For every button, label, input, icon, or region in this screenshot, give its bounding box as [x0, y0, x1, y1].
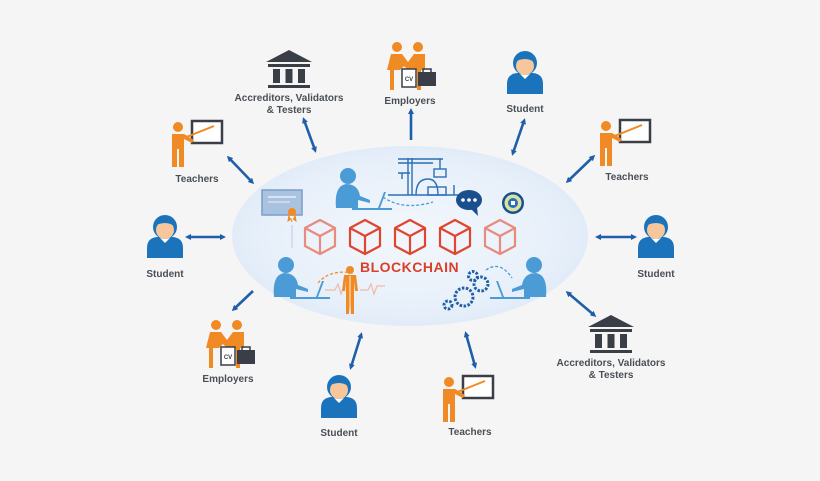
student-icon	[638, 215, 674, 258]
teacher-icon	[170, 119, 224, 169]
certificate-icon	[261, 189, 303, 223]
node-accreditors-bottom-right: Accreditors, Validators & Testers	[546, 358, 676, 382]
chat-bubble-icon	[456, 190, 482, 216]
arrow-teachers-top-left	[226, 155, 255, 185]
node-student-bottom: Student	[320, 428, 358, 439]
digital-badge-icon	[502, 192, 524, 214]
arrow-accreditors-bottom-right	[565, 291, 597, 317]
arrow-teachers-top-right	[565, 154, 596, 184]
teacher-icon	[441, 374, 495, 424]
crane-factory-icon	[388, 158, 458, 196]
node-label-line2: & Testers	[266, 105, 312, 116]
block-icon	[348, 218, 382, 256]
institution-icon	[266, 50, 312, 88]
node-employers-bottom-left: Employers	[202, 374, 254, 385]
node-student-left: Student	[146, 269, 184, 280]
node-accreditors-top: Accreditors, Validators & Testers	[224, 93, 354, 117]
node-label-line2: & Testers	[588, 370, 634, 381]
handshake-icon	[205, 319, 256, 369]
person-laptop-icon	[335, 168, 392, 210]
student-icon	[147, 215, 183, 258]
human-body-icon	[342, 266, 358, 314]
node-student-top-right: Student	[506, 104, 544, 115]
person-laptop-icon	[490, 257, 547, 299]
node-employers-top: Employers	[384, 96, 436, 107]
arrow-teachers-bottom	[463, 331, 478, 369]
student-icon	[321, 375, 357, 418]
node-label-line1: Accreditors, Validators	[556, 358, 666, 369]
block-icon	[438, 218, 472, 256]
block-icon	[303, 218, 337, 256]
blockchain-title: BLOCKCHAIN	[360, 259, 460, 275]
arrow-accreditors-top	[302, 117, 317, 153]
person-laptop-icon	[273, 257, 330, 299]
block-chain-blocks	[303, 218, 517, 256]
node-teachers-top-right: Teachers	[605, 172, 649, 183]
node-label-line1: Accreditors, Validators	[234, 93, 344, 104]
arrow-employers-bottom-left	[231, 290, 254, 312]
teacher-icon	[598, 118, 652, 168]
gears-icon	[442, 270, 490, 311]
student-icon	[507, 51, 543, 94]
institution-icon	[588, 315, 634, 353]
node-teachers-bottom: Teachers	[448, 427, 492, 438]
node-teachers-top-left: Teachers	[175, 174, 219, 185]
block-icon	[483, 218, 517, 256]
block-icon	[393, 218, 427, 256]
arrow-student-bottom	[349, 332, 363, 370]
node-student-right: Student	[637, 269, 675, 280]
arrow-student-top-right	[511, 118, 526, 156]
handshake-icon	[386, 41, 437, 91]
